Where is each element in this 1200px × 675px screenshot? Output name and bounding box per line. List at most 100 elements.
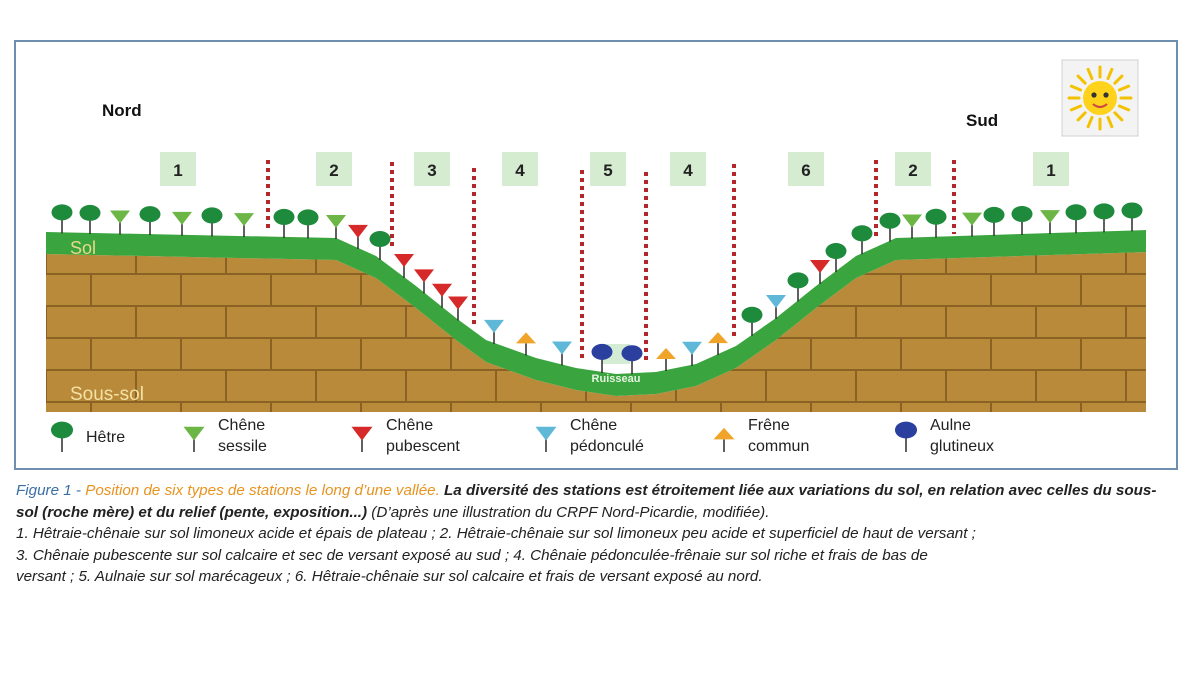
legend-label: Chêne: [570, 417, 617, 434]
figure-caption: Figure 1 - Position de six types de stat…: [16, 480, 1176, 588]
label-sud: Sud: [966, 111, 998, 130]
figure-frame: 1 2 3 4 5 4 6 2 1 Nord Sud Sol Sous-sol Ruisseau…: [14, 40, 1178, 470]
tree-circle: [79, 204, 101, 234]
legend-label: Chêne: [386, 417, 433, 434]
zone-number: 4: [515, 161, 525, 180]
zone-box: 5: [590, 152, 626, 186]
legend-item: Hêtre: [50, 421, 125, 452]
zone-box: 6: [788, 152, 824, 186]
tree-circle: [983, 206, 1005, 236]
tree-triangle-down: [432, 283, 452, 308]
tree-circle: [621, 345, 643, 375]
sun-ray: [1076, 74, 1087, 85]
valley-diagram: 1 2 3 4 5 4 6 2 1 Nord Sud Sol Sous-sol Ruisseau…: [46, 59, 1146, 455]
sun-ray: [1086, 115, 1094, 129]
tree-circle: [851, 225, 873, 255]
legend: Hêtre Chêne sessile Chêne pubescent Chêne pédo…: [50, 417, 994, 455]
zone-box: 4: [502, 152, 538, 186]
sun-ray: [1069, 84, 1083, 92]
tree-triangle-down: [552, 341, 572, 366]
tree-circle: [273, 208, 295, 238]
legend-label-line2: sessile: [218, 438, 267, 455]
tree-circle: [741, 306, 763, 336]
zone-number: 4: [683, 161, 693, 180]
tree-triangle-down: [448, 296, 468, 321]
tree-circle: [51, 204, 73, 234]
tree-circle: [825, 243, 847, 272]
tree-triangle-down: [234, 213, 254, 238]
label-sol: Sol: [70, 238, 96, 258]
tree-triangle-down: [414, 269, 434, 294]
sun-ray: [1076, 111, 1087, 122]
tree-triangle-down: [810, 260, 830, 284]
caption-line-3: versant ; 5. Aulnaie sur sol marécageux …: [16, 568, 763, 585]
tree-triangle-up: [708, 332, 728, 356]
zone-number: 2: [329, 161, 338, 180]
tree-triangle-down: [535, 426, 557, 452]
caption-title: Position de six types de stations le lon…: [85, 482, 440, 499]
tree-circle: [50, 421, 74, 452]
tree-triangle-down: [766, 295, 786, 319]
caption-summary: La diversité des stations est étroitemen…: [16, 482, 1157, 521]
zone-number: 2: [908, 161, 917, 180]
label-sous-sol: Sous-sol: [70, 384, 144, 405]
soil-layer: [46, 230, 1146, 396]
tree-triangle-down: [484, 319, 504, 344]
tree-triangle-down: [351, 426, 373, 452]
zone-number: 3: [427, 161, 436, 180]
legend-label-line2: pédonculé: [570, 438, 644, 455]
tree-circle: [879, 212, 901, 242]
tree-circle: [1121, 202, 1143, 232]
zone-separators: [266, 160, 956, 360]
zone-number: 5: [603, 161, 612, 180]
legend-label: Aulne: [930, 417, 971, 434]
legend-label: Frêne: [748, 417, 790, 434]
sun-ray: [1106, 115, 1114, 129]
tree-circle: [201, 207, 223, 237]
tree-circle: [787, 272, 809, 302]
tree-triangle-down: [172, 211, 192, 236]
legend-label-line2: glutineux: [930, 438, 994, 455]
tree-triangle-down: [682, 341, 702, 366]
label-nord: Nord: [102, 101, 142, 120]
sun-ray: [1086, 67, 1094, 81]
sun-ray: [1113, 74, 1124, 85]
tree-circle: [1093, 203, 1115, 233]
tree-circle: [1011, 205, 1033, 235]
sun-ray: [1069, 104, 1083, 112]
tree-triangle-down: [1040, 210, 1060, 235]
zone-box: 4: [670, 152, 706, 186]
tree-circle: [297, 209, 319, 239]
tree-triangle-up: [656, 348, 676, 371]
tree-triangle-down: [962, 212, 982, 237]
sun-ray: [1117, 84, 1131, 92]
tree-symbols: [51, 202, 1143, 375]
legend-label-line2: pubescent: [386, 438, 460, 455]
tree-circle: [139, 206, 161, 236]
legend-item: Chêne sessile: [183, 417, 267, 455]
zone-box: 2: [895, 152, 931, 186]
tree-circle: [1065, 204, 1087, 234]
zone-box: 1: [160, 152, 196, 186]
caption-line-2: 3. Chênaie pubescente sur sol calcaire e…: [16, 546, 928, 564]
zone-boxes: 1 2 3 4 5 4 6 2 1: [160, 152, 1069, 186]
legend-label: Chêne: [218, 417, 265, 434]
tree-triangle-down: [394, 254, 414, 278]
legend-label: Hêtre: [86, 429, 125, 446]
tree-triangle-down: [348, 224, 368, 249]
zone-box: 2: [316, 152, 352, 186]
legend-item: Chêne pédonculé: [535, 417, 644, 455]
tree-circle: [925, 208, 947, 238]
tree-triangle-down: [326, 215, 346, 239]
zone-number: 6: [801, 161, 810, 180]
zone-box: 1: [1033, 152, 1069, 186]
label-ruisseau: Ruisseau: [592, 373, 641, 385]
tree-triangle-up: [713, 427, 735, 452]
caption-figure-label: Figure 1 -: [16, 482, 86, 499]
sun-ray: [1117, 104, 1131, 112]
tree-circle: [369, 231, 391, 260]
tree-triangle-down: [902, 214, 922, 239]
tree-triangle-up: [516, 332, 536, 356]
zone-number: 1: [1046, 161, 1055, 180]
